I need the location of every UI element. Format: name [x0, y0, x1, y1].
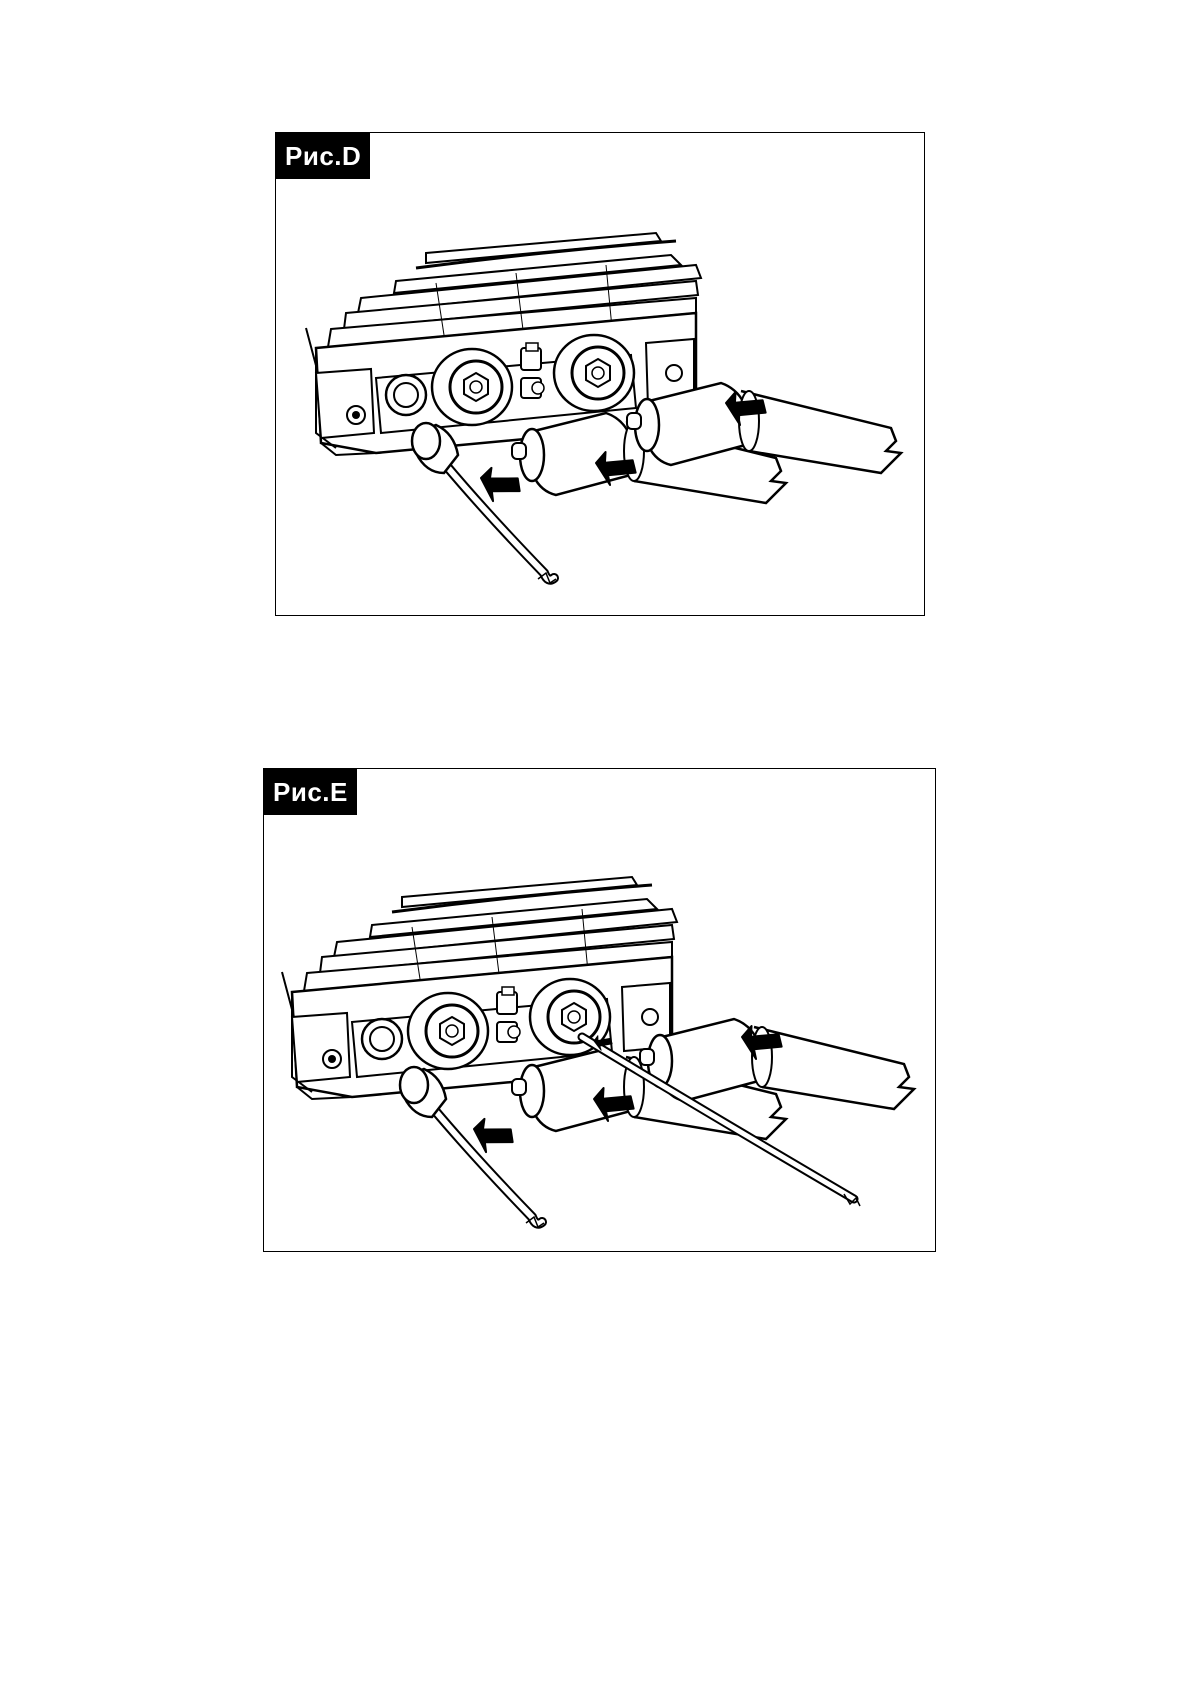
- figure-d: Рис.D: [275, 132, 925, 616]
- welder-connection-illustration-e: [264, 769, 937, 1253]
- welder-connection-illustration-d: [276, 133, 926, 617]
- figure-e: Рис.E: [263, 768, 936, 1252]
